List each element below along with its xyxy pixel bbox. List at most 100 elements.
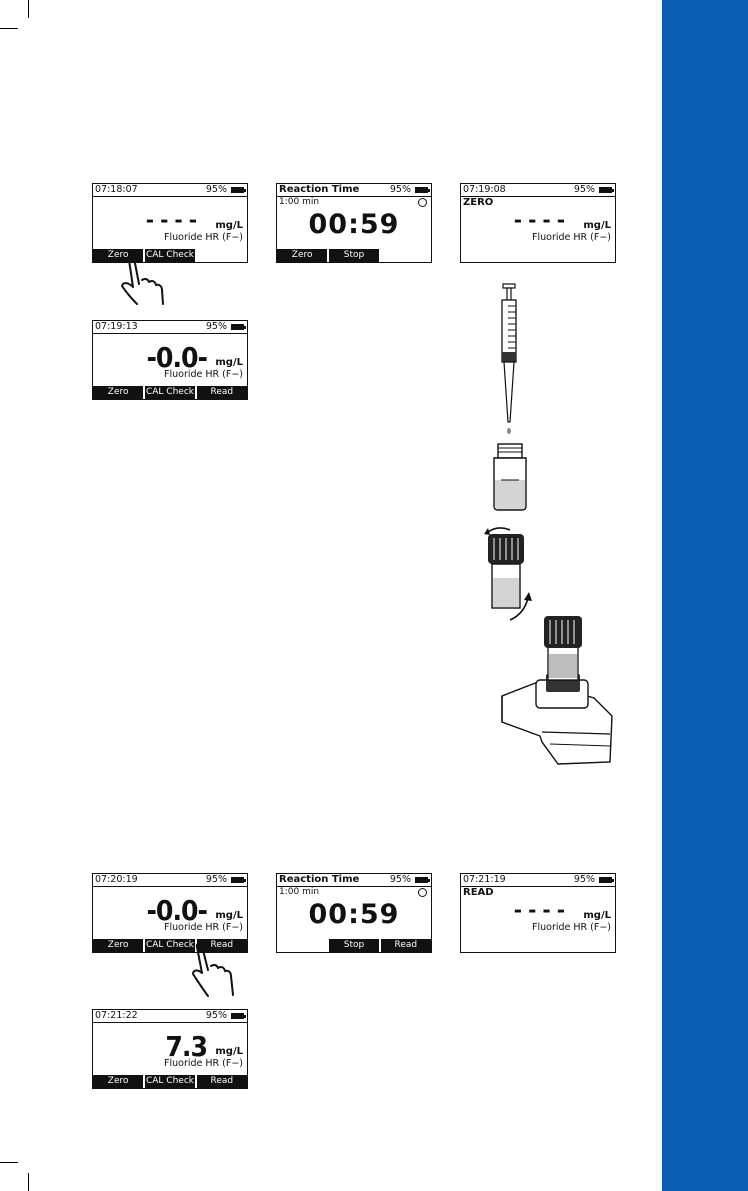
zero-softkey[interactable]: Zero	[277, 249, 328, 262]
unit-label: mg/L	[215, 1046, 243, 1057]
parameter-label: Fluoride HR (F−)	[532, 922, 611, 933]
stop-softkey[interactable]: Stop	[328, 249, 380, 262]
status-bar: Reaction Time 95%	[277, 184, 431, 197]
countdown-timer: 00:59	[308, 899, 400, 930]
battery-icon	[231, 1013, 246, 1019]
battery-status: 95%	[205, 874, 246, 886]
screen-title: Reaction Time	[279, 184, 360, 195]
parameter-label: Fluoride HR (F−)	[532, 232, 611, 243]
battery-status: 95%	[573, 184, 614, 196]
battery-status: 95%	[205, 321, 246, 333]
battery-icon	[231, 877, 246, 883]
zero-softkey[interactable]: Zero	[93, 386, 144, 399]
softkey-bar: Zero CAL Check Read	[93, 1075, 247, 1088]
timer-duration: 1:00 min	[279, 197, 320, 207]
meter-screen-zeroing: 07:19:08 95% ZERO ---- mg/L Fluoride HR …	[460, 183, 616, 263]
zero-softkey[interactable]: Zero	[93, 1075, 144, 1088]
softkey-bar: Stop Read	[277, 939, 431, 952]
parameter-label: Fluoride HR (F−)	[164, 232, 243, 243]
cal-check-softkey[interactable]: CAL Check	[144, 386, 196, 399]
mode-label: READ	[463, 887, 494, 898]
softkey-bar: Zero CAL Check Read	[93, 939, 247, 952]
unit-label: mg/L	[215, 357, 243, 368]
battery-percent: 95%	[573, 874, 595, 885]
pointing-hand-icon	[121, 255, 164, 305]
empty-softkey	[381, 249, 431, 262]
battery-icon	[599, 877, 614, 883]
clock-time: 07:20:19	[95, 874, 138, 885]
read-softkey[interactable]: Read	[196, 386, 247, 399]
battery-percent: 95%	[205, 321, 227, 332]
meter-screen-reaction-time-read: Reaction Time 95% 1:00 min 00:59 Stop Re…	[276, 873, 432, 953]
reading-value: -0.0-	[146, 341, 208, 374]
battery-icon	[599, 187, 614, 193]
unit-label: mg/L	[583, 910, 611, 921]
timer-icon	[418, 888, 427, 897]
status-bar: 07:19:13 95%	[93, 321, 247, 334]
softkey-bar: Zero Stop	[277, 249, 431, 262]
battery-percent: 95%	[573, 184, 595, 195]
meter-screen-zero-prompt: 07:18:07 95% ---- mg/L Fluoride HR (F−) …	[92, 183, 248, 263]
status-bar: 07:18:07 95%	[93, 184, 247, 197]
reading-value: ----	[513, 898, 571, 922]
unit-label: mg/L	[215, 220, 243, 231]
battery-status: 95%	[389, 874, 430, 886]
meter-with-vial-illustration	[501, 616, 613, 765]
stop-softkey[interactable]: Stop	[328, 939, 380, 952]
battery-percent: 95%	[205, 1010, 227, 1021]
cal-check-softkey[interactable]: CAL Check	[144, 249, 196, 262]
meter-screen-zero-result: 07:19:13 95% -0.0- mg/L Fluoride HR (F−)…	[92, 320, 248, 400]
screen-title: Reaction Time	[279, 874, 360, 885]
trim-mark	[28, 0, 29, 18]
battery-status: 95%	[205, 1010, 246, 1022]
battery-percent: 95%	[389, 874, 411, 885]
battery-status: 95%	[389, 184, 430, 196]
timer-duration: 1:00 min	[279, 887, 320, 897]
meter-screen-final-result: 07:21:22 95% 7.3 mg/L Fluoride HR (F−) Z…	[92, 1009, 248, 1089]
reading-value: 7.3	[165, 1030, 208, 1063]
battery-icon	[231, 324, 246, 330]
softkey-bar: Zero CAL Check	[93, 249, 247, 262]
trim-mark	[0, 1162, 18, 1163]
empty-softkey	[197, 249, 247, 262]
read-softkey[interactable]: Read	[196, 1075, 247, 1088]
battery-status: 95%	[573, 874, 614, 886]
zero-softkey[interactable]: Zero	[93, 249, 144, 262]
reading-value: ----	[145, 208, 203, 232]
parameter-label: Fluoride HR (F−)	[164, 922, 243, 933]
battery-status: 95%	[205, 184, 246, 196]
cal-check-softkey[interactable]: CAL Check	[144, 939, 196, 952]
sample-vial-illustration	[493, 443, 527, 511]
read-softkey[interactable]: Read	[380, 939, 431, 952]
status-bar: 07:20:19 95%	[93, 874, 247, 887]
clock-time: 07:21:19	[463, 874, 506, 885]
read-softkey[interactable]: Read	[196, 939, 247, 952]
empty-softkey	[277, 939, 327, 952]
clock-time: 07:19:13	[95, 321, 138, 332]
zero-softkey[interactable]: Zero	[93, 939, 144, 952]
reading-value: ----	[513, 208, 571, 232]
mode-label: ZERO	[463, 197, 494, 208]
side-tab	[662, 0, 748, 1191]
battery-percent: 95%	[205, 874, 227, 885]
status-bar: 07:21:19 95%	[461, 874, 615, 887]
clock-time: 07:18:07	[95, 184, 138, 195]
cal-check-softkey[interactable]: CAL Check	[144, 1075, 196, 1088]
battery-icon	[231, 187, 246, 193]
unit-label: mg/L	[215, 910, 243, 921]
status-bar: 07:19:08 95%	[461, 184, 615, 197]
trim-mark	[0, 28, 18, 29]
battery-icon	[415, 877, 430, 883]
battery-percent: 95%	[205, 184, 227, 195]
meter-screen-reaction-time: Reaction Time 95% 1:00 min 00:59 Zero St…	[276, 183, 432, 263]
battery-icon	[415, 187, 430, 193]
battery-percent: 95%	[389, 184, 411, 195]
timer-icon	[418, 198, 427, 207]
parameter-label: Fluoride HR (F−)	[164, 369, 243, 380]
clock-time: 07:19:08	[463, 184, 506, 195]
syringe-illustration	[501, 283, 517, 434]
pointing-hand-icon	[192, 942, 234, 997]
countdown-timer: 00:59	[308, 209, 400, 240]
parameter-label: Fluoride HR (F−)	[164, 1058, 243, 1069]
meter-screen-read-prompt: 07:20:19 95% -0.0- mg/L Fluoride HR (F−)…	[92, 873, 248, 953]
